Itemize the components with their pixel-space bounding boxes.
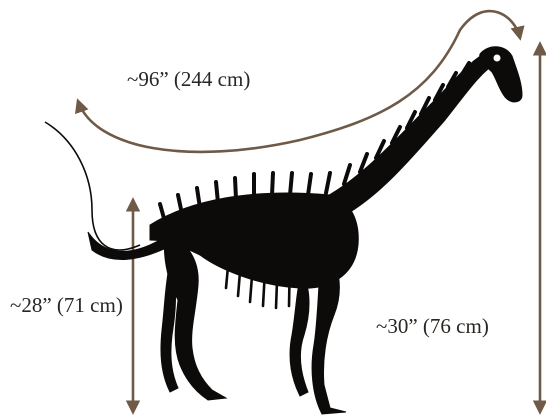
total-height-measurement-label: ~30” (76 cm) <box>374 314 491 339</box>
hip-height-measurement-label: ~28” (71 cm) <box>8 293 125 318</box>
front-leg-back <box>290 270 309 396</box>
eye-socket <box>494 55 501 62</box>
neck <box>320 52 498 215</box>
dinosaur-skeleton-silhouette <box>45 47 522 414</box>
skull <box>480 47 522 102</box>
length-measurement-label: ~96” (244 cm) <box>127 68 250 91</box>
